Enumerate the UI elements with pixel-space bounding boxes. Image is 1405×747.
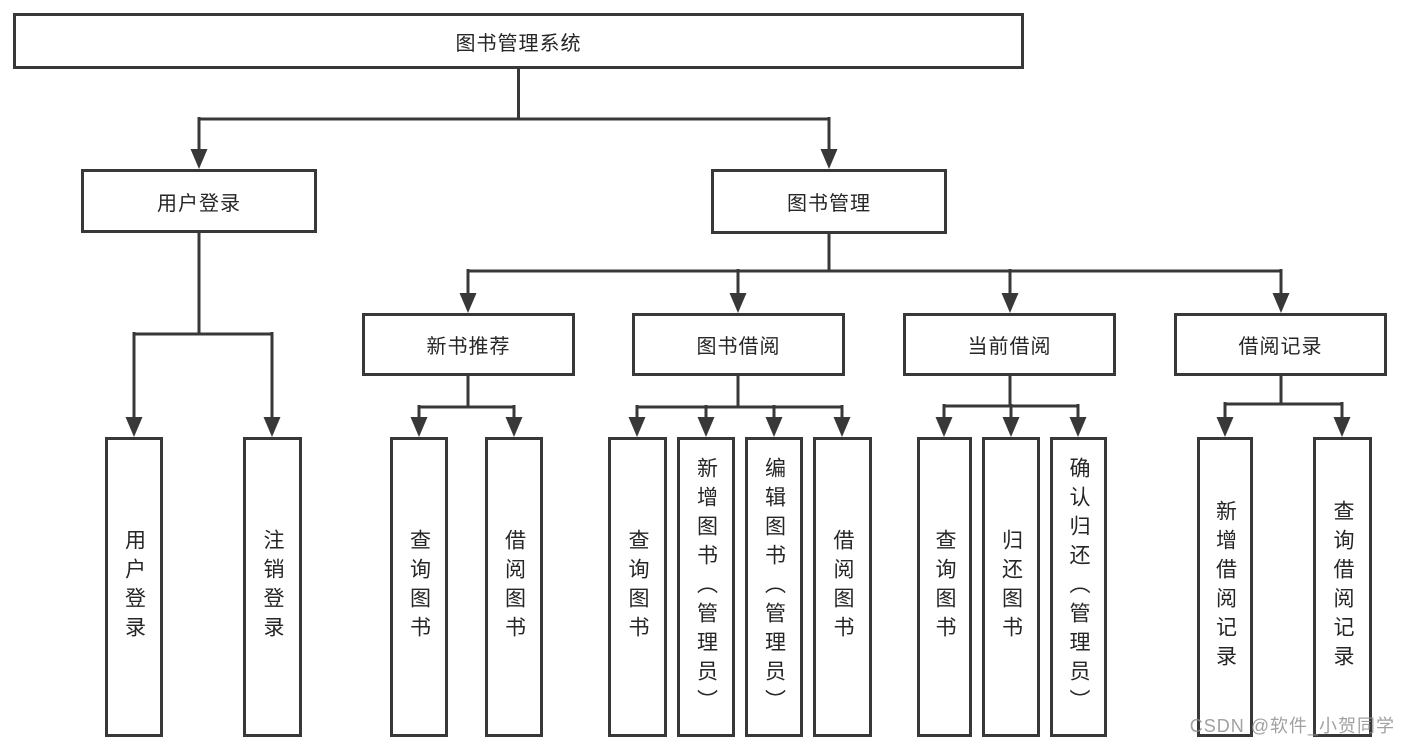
connectors-book-borrow-split <box>628 376 851 437</box>
leaf-add-book-admin: 新增图书（管理员） <box>677 437 735 737</box>
connectors-book-management-split <box>459 234 1290 313</box>
node-label: 用户登录 <box>157 192 241 215</box>
watermark: CSDN @软件_小贺同学 <box>1189 716 1395 736</box>
node-borrow-records: 借阅记录 <box>1174 313 1387 376</box>
leaf-add-borrow-record: 新增借阅记录 <box>1197 437 1253 737</box>
leaf-query-books-current: 查询图书 <box>917 437 972 737</box>
node-new-book-recommend: 新书推荐 <box>362 313 575 376</box>
node-book-management: 图书管理 <box>711 169 947 234</box>
node-label: 新增借阅记录 <box>1213 500 1237 674</box>
connectors-root-split <box>190 69 838 169</box>
node-label: 图书管理 <box>787 193 871 215</box>
leaf-edit-book-admin: 编辑图书（管理员） <box>745 437 803 737</box>
node-label: 当前借阅 <box>967 336 1052 358</box>
node-label: 图书借阅 <box>696 336 781 358</box>
node-label: 编辑图书（管理员） <box>762 456 786 718</box>
connectors-borrow-records-split <box>1216 376 1351 437</box>
node-label: 借阅图书 <box>831 529 854 645</box>
node-label: 新书推荐 <box>426 336 511 358</box>
node-label: 新增图书（管理员） <box>694 456 718 718</box>
node-label: 归还图书 <box>999 529 1023 645</box>
node-label: 确认归还（管理员） <box>1067 456 1090 718</box>
leaf-logout-login: 注销登录 <box>243 437 302 737</box>
leaf-user-login: 用户登录 <box>105 437 163 737</box>
node-current-borrow: 当前借阅 <box>903 313 1116 376</box>
connectors-user-login-split <box>125 233 281 437</box>
leaf-return-book: 归还图书 <box>982 437 1040 737</box>
node-label: 图书管理系统 <box>455 32 582 55</box>
connectors-new-book-split <box>410 376 523 437</box>
node-label: 查询借阅记录 <box>1331 500 1354 674</box>
node-label: 借阅记录 <box>1238 336 1323 358</box>
leaf-confirm-return-admin: 确认归还（管理员） <box>1050 437 1107 737</box>
node-root: 图书管理系统 <box>13 13 1024 69</box>
node-label: 借阅图书 <box>502 529 526 645</box>
node-label: 查询图书 <box>626 529 649 645</box>
leaf-borrow-books: 借阅图书 <box>813 437 872 737</box>
node-user-login: 用户登录 <box>81 169 317 233</box>
node-label: 用户登录 <box>122 529 146 645</box>
leaf-query-borrow-record: 查询借阅记录 <box>1313 437 1372 737</box>
leaf-borrow-books-recommend: 借阅图书 <box>485 437 543 737</box>
node-label: 查询图书 <box>933 529 956 645</box>
node-label: 查询图书 <box>407 529 431 645</box>
node-label: 注销登录 <box>261 529 284 645</box>
node-book-borrow: 图书借阅 <box>632 313 845 376</box>
leaf-query-books-recommend: 查询图书 <box>390 437 448 737</box>
leaf-query-books-borrow: 查询图书 <box>608 437 667 737</box>
connectors-current-borrow-split <box>935 376 1087 437</box>
